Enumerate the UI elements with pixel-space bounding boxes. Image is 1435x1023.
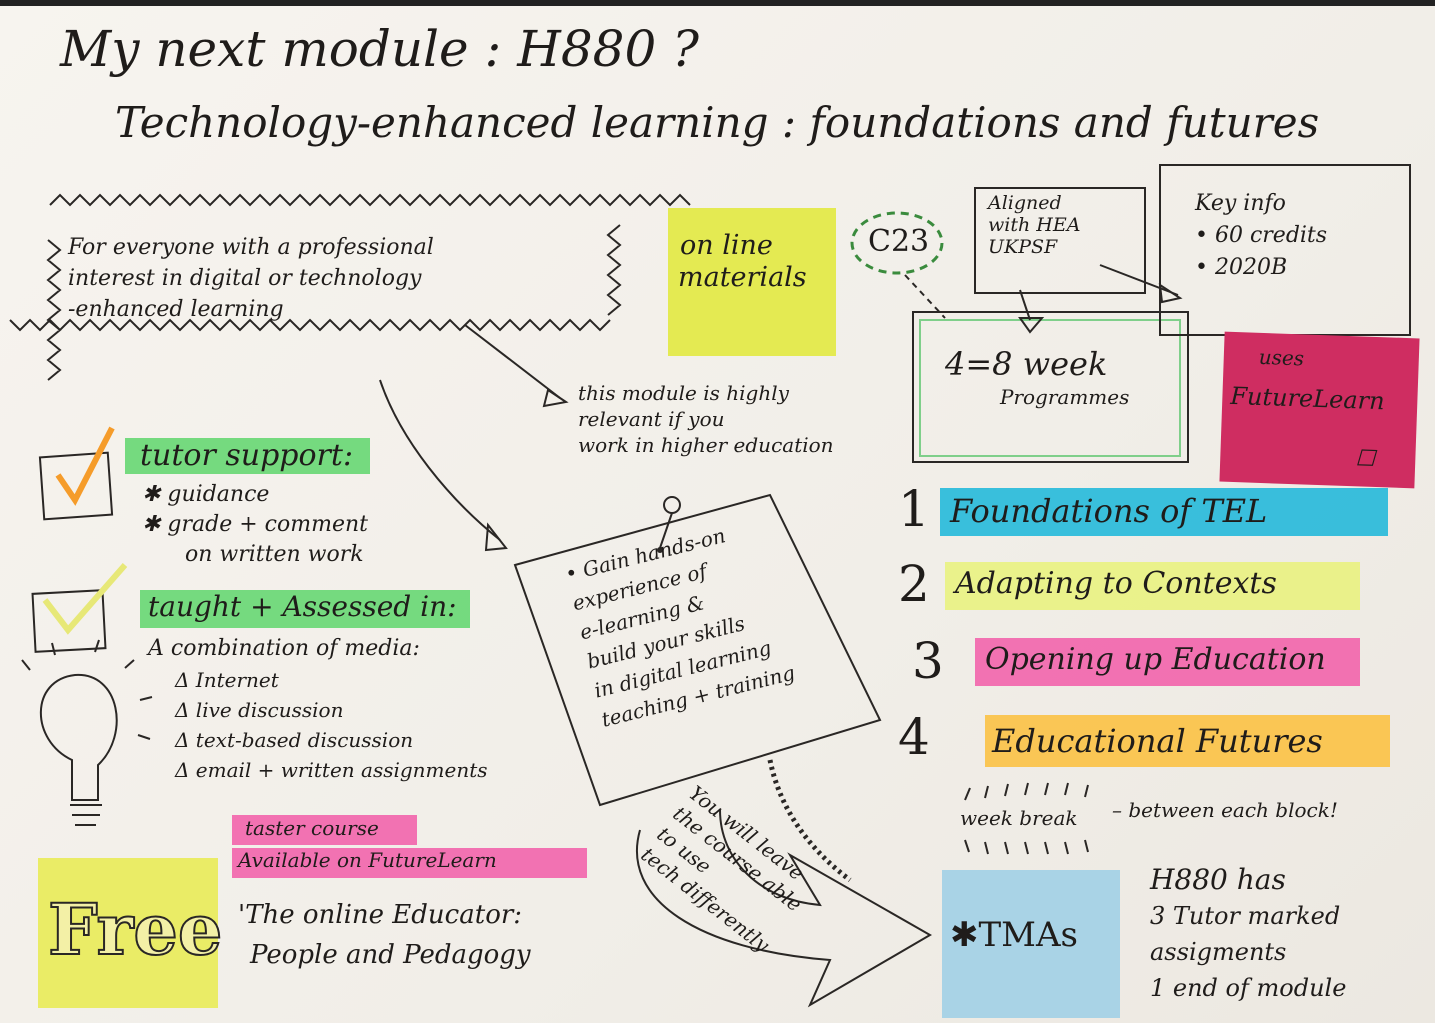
taught-heading: taught + Assessed in: xyxy=(148,590,457,623)
cloud-text-line: -enhanced learning xyxy=(68,297,284,322)
online-materials-line: materials xyxy=(678,262,807,293)
block-1-highlight xyxy=(940,488,1388,536)
taught-highlight xyxy=(140,590,470,628)
h880-line: 3 Tutor marked xyxy=(1150,902,1341,930)
online-educator-line-1: 'The online Educator: xyxy=(238,900,523,930)
online-educator-line-2: People and Pedagogy xyxy=(250,940,531,970)
block-3-number: 3 xyxy=(912,632,944,690)
relevant-line: work in higher education xyxy=(578,433,834,457)
key-info-line: • 60 credits xyxy=(1195,223,1328,248)
taught-item: Δ text-based discussion xyxy=(175,728,414,752)
block-2-highlight xyxy=(945,562,1360,610)
block-2-label: Adapting to Contexts xyxy=(955,566,1277,601)
c23-label: C23 xyxy=(868,224,930,259)
programmes-line-1: 4=8 week xyxy=(945,345,1108,383)
taught-item: Δ live discussion xyxy=(175,698,344,722)
tutor-support-item: ✱ guidance xyxy=(142,482,270,507)
futurelearn-logo-icon: ☐ xyxy=(1354,446,1376,472)
tmas-label: ✱TMAs xyxy=(950,915,1078,955)
tmas-sticky: ✱TMAs xyxy=(942,870,1120,1018)
block-1-label: Foundations of TEL xyxy=(950,492,1268,530)
h880-line: H880 has xyxy=(1150,863,1286,896)
h880-line: 1 end of module xyxy=(1150,974,1347,1002)
block-2-number: 2 xyxy=(898,555,930,613)
week-break-note: – between each block! xyxy=(1112,798,1338,822)
h880-has-text: H880 has 3 Tutor marked assigments 1 end… xyxy=(1150,862,1346,1006)
free-sticky: Free xyxy=(38,858,223,1008)
block-3-label: Opening up Education xyxy=(985,642,1326,677)
relevant-line: relevant if you xyxy=(578,407,725,431)
online-materials-sticky: on line materials xyxy=(668,208,836,356)
key-info-text: Key info • 60 credits • 2020B xyxy=(1195,188,1327,284)
taught-item: Δ Internet xyxy=(175,668,279,692)
tutor-support-item: ✱ grade + comment xyxy=(142,512,368,537)
free-label: Free xyxy=(47,887,223,972)
futurelearn-sticky: uses FutureLearn ☐ xyxy=(1219,331,1420,489)
relevant-line: this module is highly xyxy=(578,381,789,405)
cloud-text-line: interest in digital or technology xyxy=(68,266,422,291)
taster-line-2: Available on FutureLearn xyxy=(238,848,497,872)
taster-line-1: taster course xyxy=(245,816,379,840)
available-highlight xyxy=(232,848,587,878)
h880-line: assigments xyxy=(1150,938,1287,966)
block-4-highlight xyxy=(985,715,1390,767)
cloud-text: For everyone with a professional interes… xyxy=(68,232,434,325)
block-4-label: Educational Futures xyxy=(992,722,1323,760)
aligned-line: UKPSF xyxy=(988,236,1058,258)
tutor-support-heading: tutor support: xyxy=(140,438,354,473)
top-edge-band xyxy=(0,0,1435,6)
aligned-line: with HEA xyxy=(988,214,1081,236)
tutor-support-item: on written work xyxy=(185,542,364,567)
title-line-2: Technology-enhanced learning : foundatio… xyxy=(115,98,1320,147)
aligned-line: Aligned xyxy=(988,192,1062,214)
online-materials-line: on line xyxy=(680,230,773,261)
title-line-1: My next module : H880 ? xyxy=(60,20,699,78)
futurelearn-line: uses xyxy=(1258,344,1305,371)
block-3-highlight xyxy=(975,638,1360,686)
key-info-line: • 2020B xyxy=(1195,255,1288,280)
futurelearn-line: FutureLearn xyxy=(1229,381,1386,416)
taught-item: Δ email + written assignments xyxy=(175,758,488,782)
taught-intro: A combination of media: xyxy=(148,636,420,661)
block-4-number: 4 xyxy=(898,708,930,766)
week-break-label: week break xyxy=(960,806,1078,830)
relevant-text: this module is highly relevant if you wo… xyxy=(578,380,834,458)
taster-highlight xyxy=(232,815,417,845)
key-info-line: Key info xyxy=(1195,191,1286,216)
aligned-text: Aligned with HEA UKPSF xyxy=(988,192,1080,258)
tutor-support-highlight xyxy=(125,438,370,474)
programmes-line-2: Programmes xyxy=(1000,385,1130,409)
cloud-text-line: For everyone with a professional xyxy=(68,235,434,260)
block-1-number: 1 xyxy=(898,480,930,538)
